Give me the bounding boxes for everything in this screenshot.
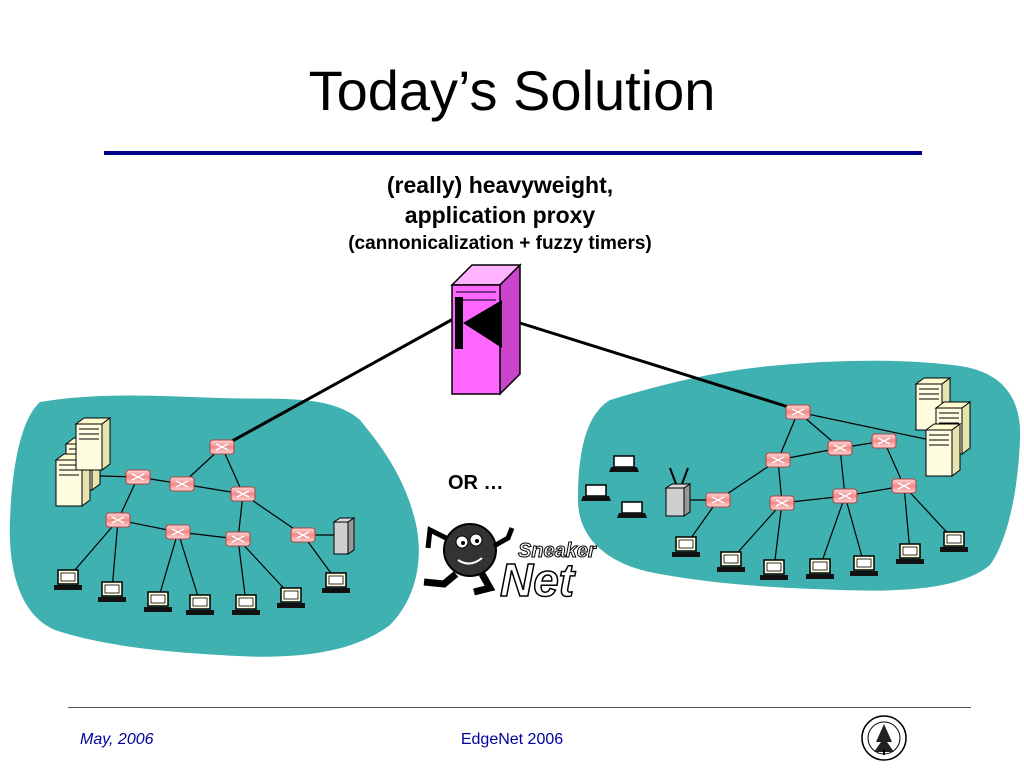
desktop-pc-icon — [671, 536, 701, 558]
router-icon — [169, 476, 195, 492]
desktop-pc-icon — [716, 551, 746, 573]
desktop-pc-icon — [321, 572, 351, 594]
university-seal-icon — [861, 715, 907, 761]
router-icon — [705, 492, 731, 508]
router-icon — [209, 439, 235, 455]
desktop-pc-icon — [939, 531, 969, 553]
router-icon — [891, 478, 917, 494]
router-icon — [230, 486, 256, 502]
sneakernet-logo: Sneaker Net — [423, 523, 598, 607]
desktop-pc-icon — [143, 591, 173, 613]
router-icon — [832, 488, 858, 504]
router-icon — [765, 452, 791, 468]
sneakernet-logo-text-bottom: Net — [500, 554, 576, 606]
desktop-pc-icon — [231, 594, 261, 616]
desktop-pc-icon — [53, 569, 83, 591]
router-icon — [785, 404, 811, 420]
router-icon — [827, 440, 853, 456]
laptop-icon — [580, 484, 612, 502]
right-access-point-icon — [664, 467, 692, 517]
right-network-cloud — [578, 360, 1021, 591]
router-icon — [125, 469, 151, 485]
footer-date: May, 2006 — [80, 731, 154, 748]
desktop-pc-icon — [805, 558, 835, 580]
left-network-cloud — [9, 395, 419, 657]
laptop-icon — [608, 455, 640, 473]
router-icon — [769, 495, 795, 511]
left-server-icon — [75, 417, 111, 471]
router-icon — [871, 433, 897, 449]
right-server-icon — [925, 423, 961, 477]
link-proxy-left — [224, 316, 456, 447]
desktop-pc-icon — [185, 594, 215, 616]
desktop-pc-icon — [97, 581, 127, 603]
proxy-caption-line3: (cannonicalization + fuzzy timers) — [348, 233, 652, 254]
sneakernet-logo-text-top: Sneaker — [518, 540, 597, 562]
or-label: OR … — [448, 472, 504, 494]
laptop-icon — [616, 501, 648, 519]
proxy-caption-line2: application proxy — [404, 202, 596, 228]
proxy-caption-line1: (really) heavyweight, — [386, 172, 614, 198]
desktop-pc-icon — [759, 559, 789, 581]
router-icon — [165, 524, 191, 540]
link-proxy-right — [519, 321, 799, 412]
footer-divider — [68, 707, 971, 708]
footer-event: EdgeNet 2006 — [460, 731, 564, 748]
desktop-pc-icon — [276, 587, 306, 609]
desktop-pc-icon — [849, 555, 879, 577]
application-proxy-server-icon — [450, 263, 522, 396]
router-icon — [225, 531, 251, 547]
sneakernet-mascot-icon — [423, 523, 515, 596]
left-gray-device-icon — [332, 517, 356, 555]
title-underline — [104, 151, 922, 155]
desktop-pc-icon — [895, 543, 925, 565]
slide-title: Today’s Solution — [308, 59, 716, 122]
router-icon — [105, 512, 131, 528]
router-icon — [290, 527, 316, 543]
